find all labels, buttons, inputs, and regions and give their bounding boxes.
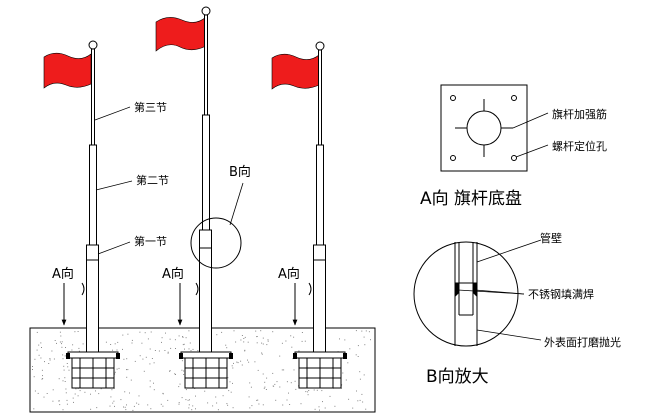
label-a-direction-middle: A向 <box>162 266 184 282</box>
label-b-direction: B向 <box>229 164 251 180</box>
flagpole-right <box>271 41 347 389</box>
flagpole-middle <box>155 6 244 389</box>
label-a-direction-right: A向 <box>278 266 300 282</box>
label-rib: 旗杆加强筋 <box>552 107 607 121</box>
a-view-title: A向 旗杆底盘 <box>420 189 522 209</box>
flagpole-left <box>43 40 133 389</box>
label-a-direction-left: A向 <box>52 266 74 282</box>
label-pipe-wall: 管壁 <box>540 231 562 245</box>
label-bolt-hole: 螺杆定位孔 <box>552 139 607 153</box>
b-detail-circle <box>190 217 242 269</box>
concrete-texture <box>32 330 371 411</box>
label-weld: 不锈钢填满焊 <box>528 287 594 301</box>
a-view-base-plate <box>440 84 549 172</box>
b-view-detail <box>413 239 542 347</box>
label-polish: 外表面打磨抛光 <box>544 335 621 349</box>
finial-ball-middle <box>201 6 211 16</box>
finial-ball-left <box>88 40 98 50</box>
flag-right <box>271 53 320 90</box>
flag-left <box>43 52 92 89</box>
finial-ball-right <box>315 41 325 51</box>
label-section-1: 第一节 <box>134 234 167 248</box>
b-view-title: B向放大 <box>426 367 489 387</box>
label-section-3: 第三节 <box>134 100 167 114</box>
label-section-2: 第二节 <box>136 173 169 187</box>
flag-middle <box>155 16 207 52</box>
